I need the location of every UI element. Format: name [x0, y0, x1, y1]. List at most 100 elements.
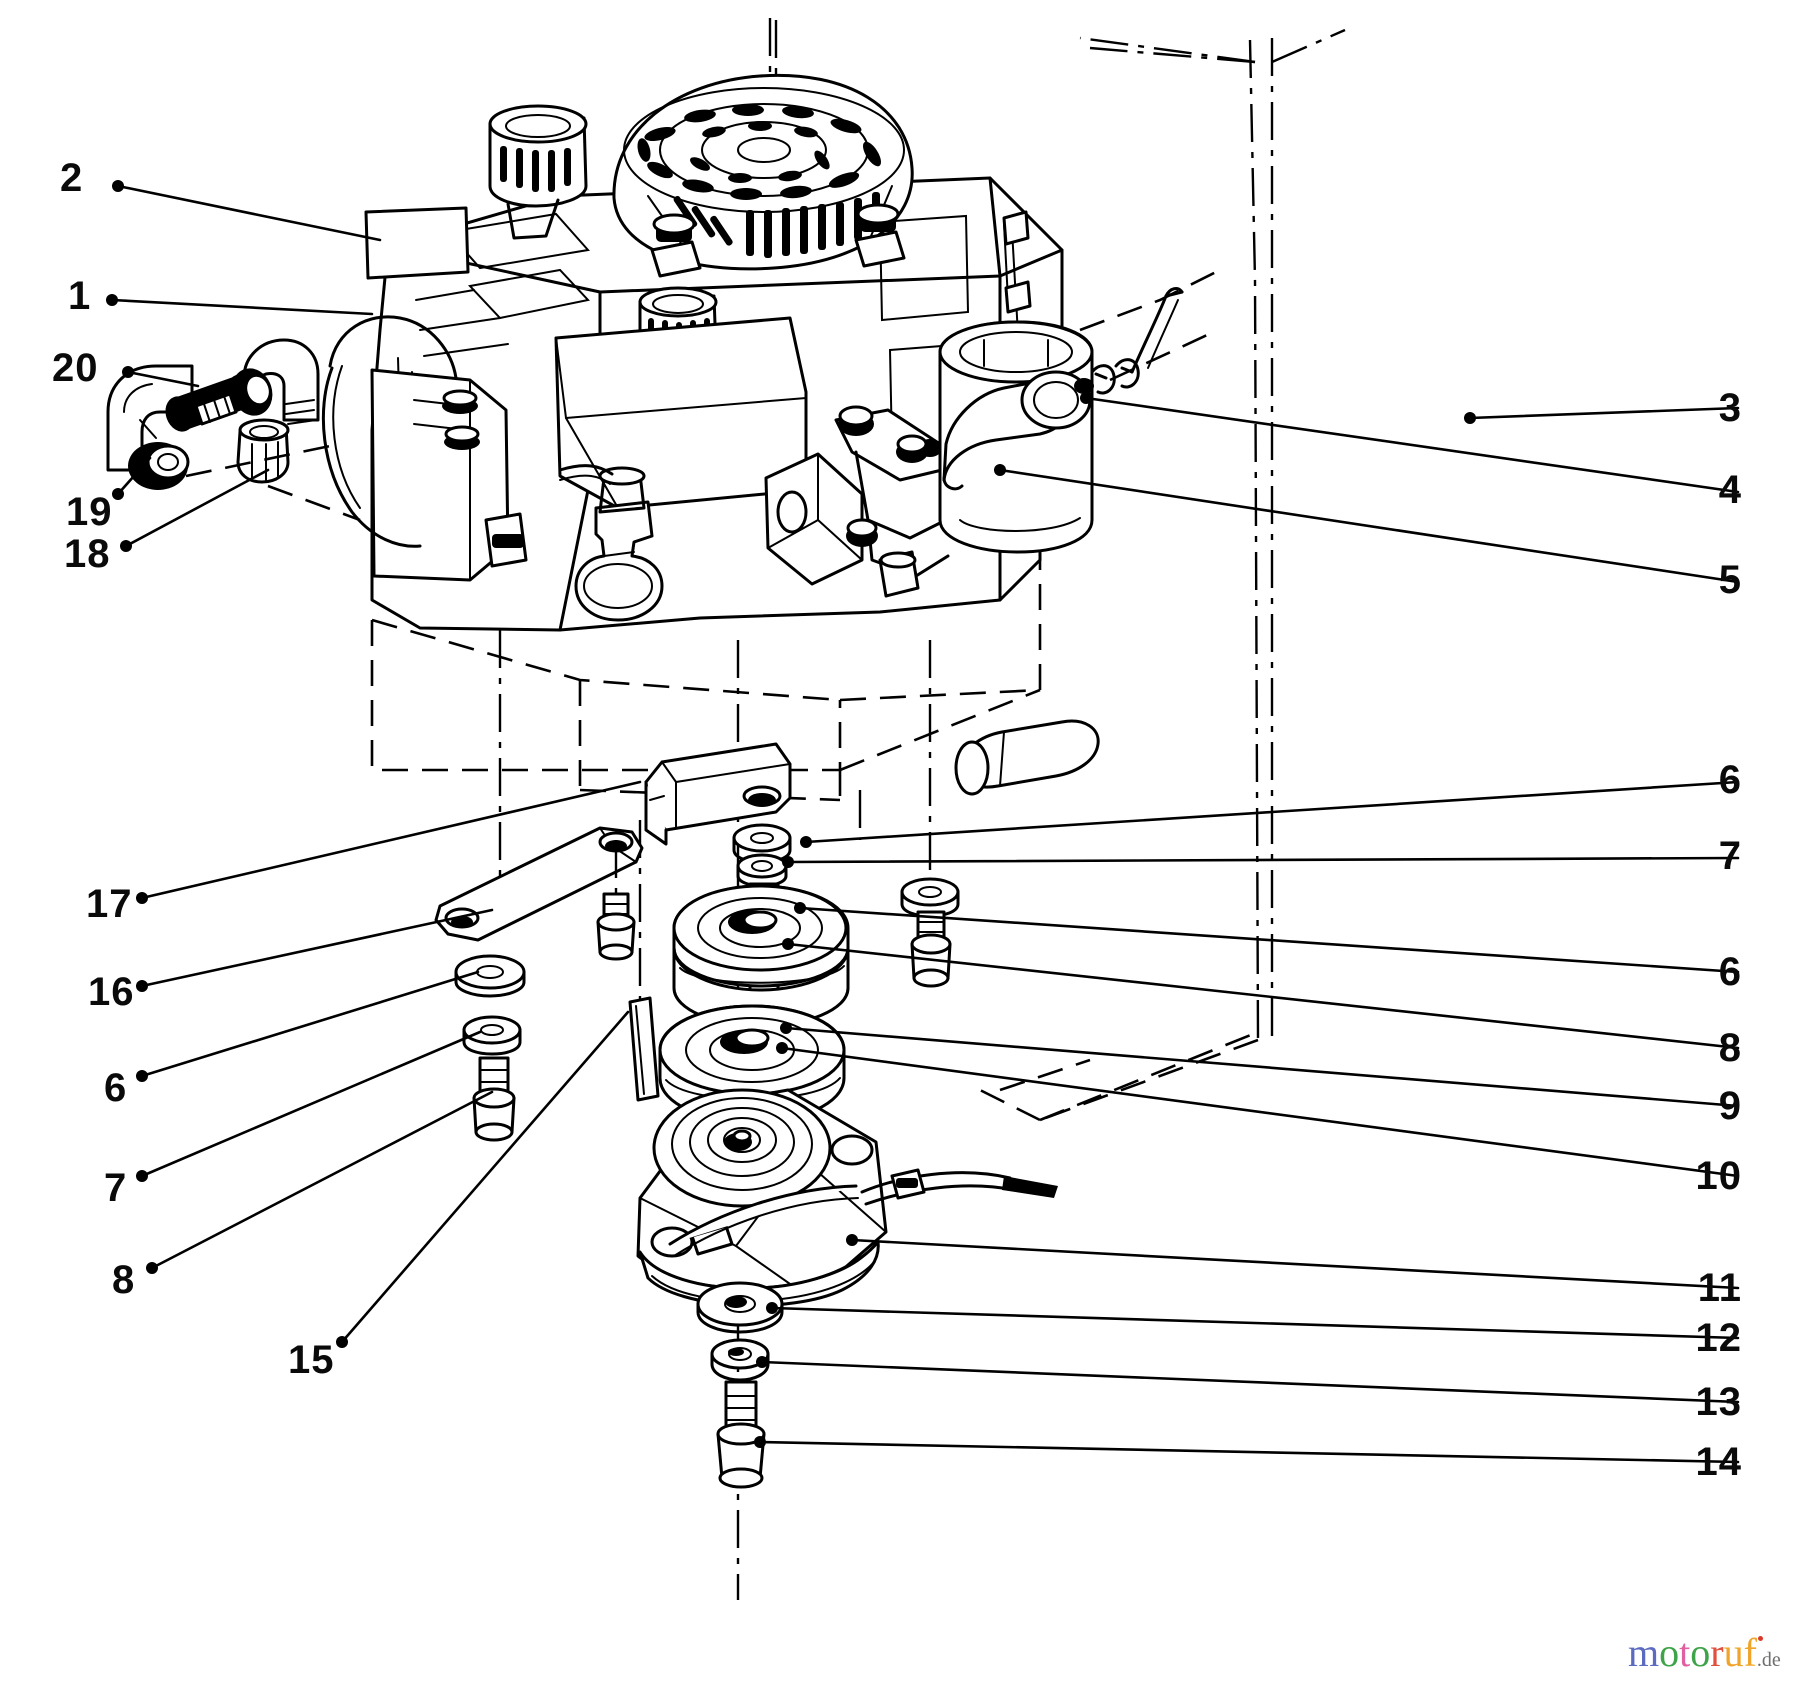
- mounting-bracket: [644, 742, 792, 846]
- watermark-letter-3: o: [1690, 1630, 1711, 1675]
- leader-line-6: [798, 906, 1740, 974]
- callout-number-2: 2: [60, 156, 84, 200]
- leader-dot-15: [336, 1336, 348, 1348]
- watermark-letter-2: t: [1679, 1630, 1691, 1675]
- recoil-starter-housing: [612, 73, 914, 278]
- leader-line-2: [116, 184, 382, 242]
- callout-number-17: 17: [86, 882, 133, 926]
- callout-number-6: 6: [104, 1066, 128, 1110]
- strap-bolt: [596, 840, 636, 961]
- leader-line-18: [124, 468, 270, 548]
- leader-dot-14: [754, 1436, 766, 1448]
- fill-cap-upper: [488, 104, 588, 240]
- leader-dot-17: [136, 892, 148, 904]
- leader-line-6: [140, 970, 480, 1078]
- leader-line-12: [770, 1306, 1740, 1340]
- leader-line-4: [1084, 396, 1740, 494]
- callout-number-20: 20: [52, 346, 99, 390]
- leader-dot-20: [122, 366, 134, 378]
- leader-dot-4: [1080, 392, 1092, 404]
- motoruf-watermark: motoruf.de: [1628, 1630, 1800, 1682]
- electric-clutch-brake: [636, 1088, 1058, 1307]
- leader-dot-6: [800, 836, 812, 848]
- watermark-letter-4: r: [1710, 1630, 1724, 1675]
- callout-number-13: 13: [1695, 1380, 1742, 1424]
- callout-leader-lines: [106, 180, 1740, 1464]
- air-cleaner-cover: [321, 315, 528, 582]
- leader-line-15: [340, 1010, 630, 1344]
- carburetor-fuel-bowl: [558, 464, 664, 622]
- leader-dot-18: [120, 540, 132, 552]
- callout-number-4: 4: [1718, 468, 1742, 512]
- oil-drain-outlet-projected: [954, 719, 1100, 796]
- watermark-dot: [1758, 1636, 1763, 1641]
- fuel-filter-assembly: [106, 338, 361, 522]
- leader-dot-9: [780, 1022, 792, 1034]
- callout-number-5: 5: [1718, 558, 1742, 602]
- callout-number-18: 18: [64, 532, 111, 576]
- callout-number-7: 7: [1718, 834, 1742, 878]
- callout-number-12: 12: [1695, 1316, 1742, 1360]
- leader-dot-19: [112, 488, 124, 500]
- leader-line-16: [140, 908, 494, 988]
- leader-dot-16: [136, 980, 148, 992]
- leader-line-3: [1468, 406, 1740, 420]
- leader-dot-7: [136, 1170, 148, 1182]
- callout-number-15: 15: [288, 1338, 335, 1382]
- callout-number-9: 9: [1718, 1084, 1742, 1128]
- leader-dot-6: [794, 902, 806, 914]
- leader-line-14: [758, 1440, 1740, 1464]
- callout-number-16: 16: [88, 970, 135, 1014]
- watermark-letters: motoruf: [1628, 1630, 1757, 1675]
- callout-number-3: 3: [1718, 386, 1742, 430]
- leader-line-9: [784, 1026, 1740, 1108]
- watermark-suffix: .de: [1756, 1649, 1781, 1671]
- leader-dot-12: [766, 1302, 778, 1314]
- leader-line-8: [150, 1090, 494, 1270]
- callout-number-14: 14: [1695, 1440, 1742, 1484]
- leader-line-19: [116, 456, 152, 496]
- watermark-letter-0: m: [1628, 1630, 1660, 1675]
- leader-line-7: [786, 856, 1740, 864]
- callout-number-7: 7: [104, 1166, 128, 1210]
- right-hardware-stack: [900, 877, 960, 988]
- oil-drain-tube: [942, 370, 1094, 491]
- callout-number-8: 8: [1718, 1026, 1742, 1070]
- leader-dot-2: [112, 180, 124, 192]
- leader-line-13: [760, 1360, 1740, 1404]
- leader-line-11: [850, 1238, 1740, 1290]
- woodruff-key: [628, 996, 660, 1102]
- leader-dot-8: [782, 938, 794, 950]
- callout-number-6: 6: [1718, 758, 1742, 802]
- leader-dot-5: [994, 464, 1006, 476]
- leader-dot-13: [756, 1356, 768, 1368]
- fuel-tank: [554, 316, 808, 510]
- leader-line-8: [786, 942, 1740, 1050]
- leader-line-10: [780, 1046, 1740, 1178]
- left-hardware-stack: [454, 954, 526, 1142]
- leader-line-17: [140, 780, 642, 900]
- callout-number-8: 8: [112, 1258, 136, 1302]
- hose-clamps: [1090, 287, 1184, 395]
- callout-number-19: 19: [66, 490, 113, 534]
- leader-line-5: [998, 468, 1740, 584]
- leader-dot-3: [1464, 412, 1476, 424]
- leader-dot-8: [146, 1262, 158, 1274]
- callout-number-10: 10: [1695, 1154, 1742, 1198]
- leader-dot-7: [782, 856, 794, 868]
- leader-dot-10: [776, 1042, 788, 1054]
- leader-dot-1: [106, 294, 118, 306]
- leader-line-20: [126, 370, 200, 388]
- leader-line-1: [110, 298, 374, 316]
- watermark-letter-5: u: [1723, 1630, 1744, 1675]
- callout-number-1: 1: [68, 274, 92, 318]
- leader-dot-11: [846, 1234, 858, 1246]
- callout-number-11: 11: [1697, 1266, 1742, 1310]
- leader-dot-6: [136, 1070, 148, 1082]
- callout-number-6: 6: [1718, 950, 1742, 994]
- bottom-hardware: [696, 1281, 784, 1489]
- watermark-letter-1: o: [1659, 1630, 1680, 1675]
- watermark-letter-6: f: [1743, 1630, 1757, 1675]
